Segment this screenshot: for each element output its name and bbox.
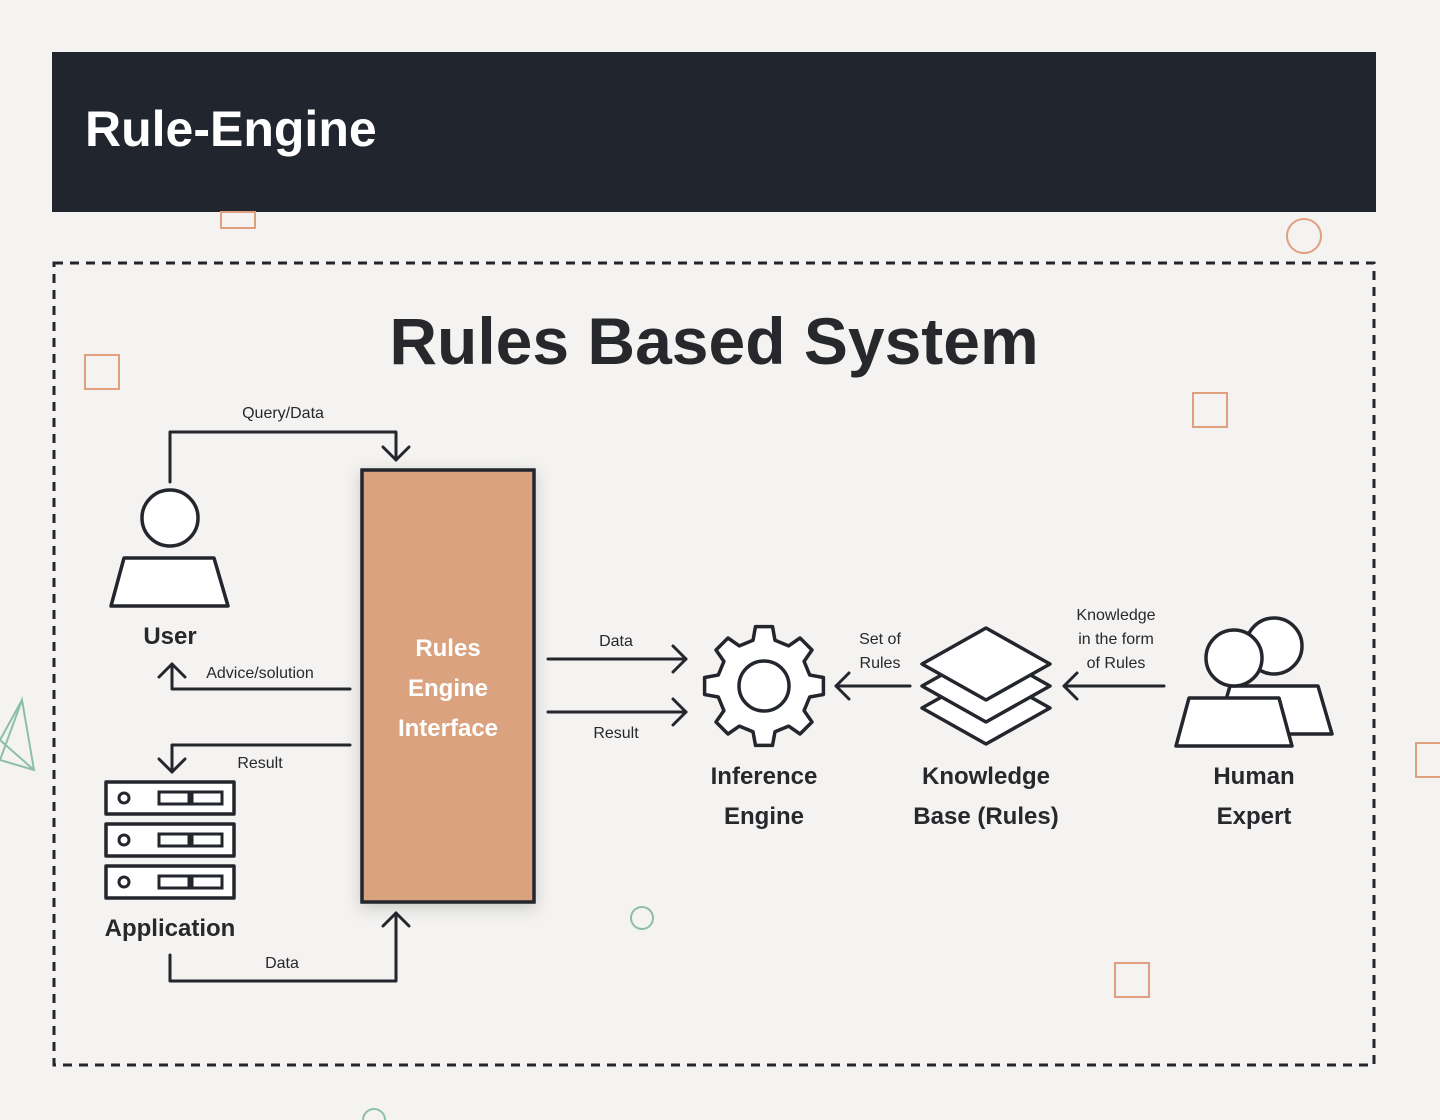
svg-text:Query/Data: Query/Data [242,405,324,422]
knowledge-base-label-line: Knowledge [922,763,1050,790]
user-label: User [143,623,196,650]
inference-engine-label-line: Inference [711,763,818,790]
gear-icon [702,624,826,748]
layers-icon [920,626,1052,746]
svg-text:Knowledge: Knowledge [1076,607,1155,624]
decorations [0,211,1440,1120]
deco-square [1114,962,1150,998]
human-expert-label-line: Human [1213,763,1294,790]
svg-text:in the form: in the form [1078,631,1154,648]
deco-square [84,354,120,390]
deco-triangle [0,696,36,772]
rules-engine-interface: Rules Engine Interface [360,468,536,904]
knowledge-base-label-line: Base (Rules) [913,803,1058,830]
edge-data-from-app: Data [168,911,411,983]
inference-engine-label-line: Engine [724,803,804,830]
header-bar: Rule-Engine [52,52,1376,212]
svg-text:of Rules: of Rules [1087,655,1146,672]
user-icon [109,488,230,608]
svg-text:Result: Result [593,725,639,742]
edge-result-from-inference: Result [546,697,688,742]
deco-square [220,211,256,229]
box-label-line: Interface [398,715,498,742]
box-label-line: Engine [408,675,488,702]
box-label-line: Rules [415,635,480,662]
edge-result-to-app: Result [157,743,352,774]
people-icon [1174,616,1334,748]
svg-text:Advice/solution: Advice/solution [206,665,314,682]
human-expert-label-line: Expert [1217,803,1292,830]
svg-text:Data: Data [599,633,633,650]
deco-square [1192,392,1228,428]
deco-circle [1286,218,1322,254]
edge-advice-solution: Advice/solution [157,662,352,691]
svg-text:Set of: Set of [859,631,901,648]
edge-set-of-rules: Set of Rules [834,631,912,701]
header-title: Rule-Engine [85,101,377,157]
server-icon [104,780,236,900]
deco-square [1415,742,1440,778]
edge-knowledge-rules: Knowledge in the form of Rules [1062,607,1166,701]
svg-text:Data: Data [265,955,299,972]
application-label: Application [105,915,236,942]
deco-circle [630,906,654,930]
edge-data-to-inference: Data [546,633,688,674]
diagram-title: Rules Based System [389,304,1038,378]
diagram-frame [52,261,1376,1067]
svg-text:Rules: Rules [860,655,901,672]
deco-circle [362,1108,386,1120]
edge-query-data: Query/Data [168,405,411,484]
svg-text:Result: Result [237,755,283,772]
